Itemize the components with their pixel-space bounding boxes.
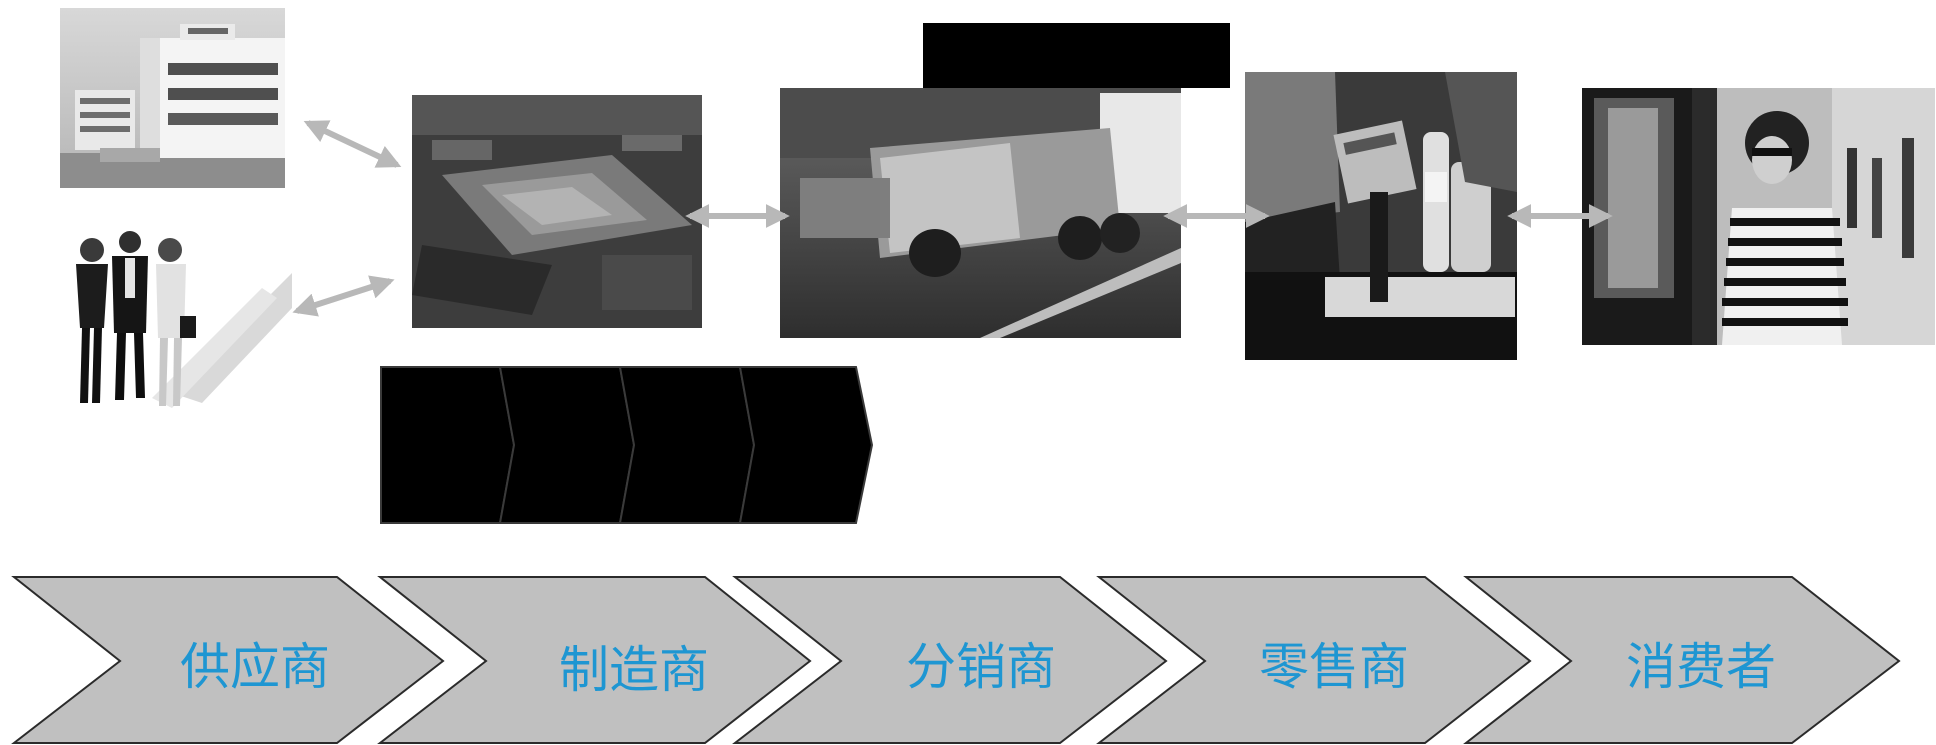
stage-label-consumer: 消费者 [1626,638,1776,696]
chevron-stage-3: 分销商 [732,576,1168,744]
business-people-photo [62,228,292,423]
redacted-chevron-group [380,366,874,524]
redacted-box [923,23,1230,88]
truck-photo [780,88,1181,338]
double-arrow-factory-warehouse [303,120,402,168]
chevron-stage-5: 消费者 [1463,576,1901,744]
stage-label-manufacturer: 制造商 [559,641,709,699]
double-arrow-people-warehouse [292,275,395,317]
chevron-stage-2: 制造商 [377,576,812,744]
warehouse-aerial-photo [412,95,702,328]
retail-checkout-photo [1245,72,1517,360]
stage-label-retailer: 零售商 [1259,638,1409,696]
chevron-stage-1: 供应商 [11,576,445,744]
shopper-photo [1582,88,1935,345]
factory-photo [60,8,285,188]
stage-label-supplier: 供应商 [180,638,330,696]
chevron-stage-4: 零售商 [1096,576,1532,744]
stage-label-distributor: 分销商 [906,638,1056,696]
